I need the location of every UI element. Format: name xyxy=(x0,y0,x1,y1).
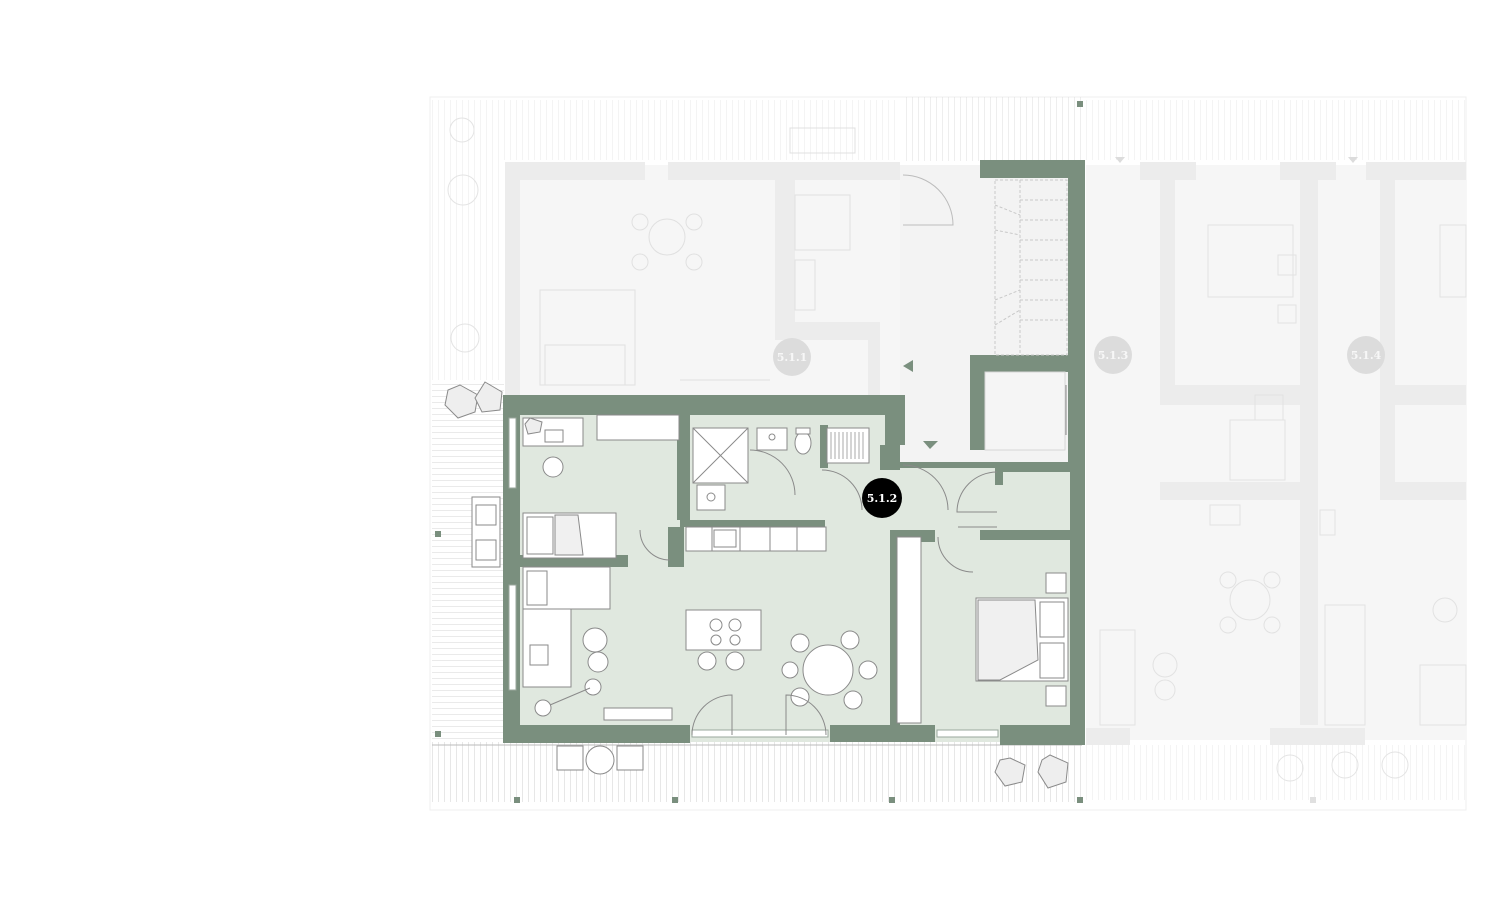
bar-stool xyxy=(697,651,717,671)
unit-512-windows xyxy=(508,417,999,738)
unit-label-513[interactable]: 5.1.3 xyxy=(1094,336,1132,374)
unit-label-511-text: 5.1.1 xyxy=(777,351,808,364)
unit-511-walls xyxy=(505,162,900,395)
unit-label-512-badge xyxy=(862,478,902,518)
unit-513-514-walls xyxy=(1086,162,1466,745)
unit-511-furniture xyxy=(539,127,856,386)
stair-core xyxy=(900,160,1085,465)
unit-label-512[interactable]: 5.1.2 xyxy=(862,478,902,518)
kitchen-island xyxy=(685,609,762,651)
unit-label-513-badge xyxy=(1094,336,1132,374)
nightstand xyxy=(1045,685,1067,707)
balcony-furniture xyxy=(444,381,1069,789)
living-furniture xyxy=(522,529,878,736)
hall-doors xyxy=(902,464,998,573)
plant-icon xyxy=(1037,754,1069,789)
toilet xyxy=(794,431,812,455)
unit-514-entry-marker-icon xyxy=(1348,157,1358,163)
coffee-table xyxy=(582,627,608,653)
unit-511-floor xyxy=(505,165,900,395)
right-deck xyxy=(1086,745,1466,800)
desk xyxy=(596,414,680,441)
unit-512-floor xyxy=(505,397,1085,742)
chair xyxy=(542,456,564,478)
wall-left-bottom-stub xyxy=(503,692,520,742)
bathroom-fixtures xyxy=(692,427,870,511)
balcony-table xyxy=(585,745,615,775)
left-deck-upper xyxy=(430,160,502,380)
wall-bottom-left xyxy=(503,725,690,743)
kitchen-counter xyxy=(685,526,827,552)
top-deck xyxy=(430,100,900,160)
lift-box xyxy=(984,371,1066,451)
corridor-wardrobe xyxy=(896,536,922,724)
entry-door-swing xyxy=(902,174,954,226)
plant-icon xyxy=(474,381,503,413)
balcony-posts xyxy=(435,101,1316,803)
unit-label-514-badge xyxy=(1347,336,1385,374)
top-deck-stair xyxy=(902,97,1082,161)
wall-bedroom-left-stub xyxy=(503,490,520,548)
plant-icon xyxy=(524,417,543,435)
unit-512[interactable] xyxy=(432,101,1316,803)
dining-table xyxy=(802,644,854,696)
unit-label-512-text: 5.1.2 xyxy=(867,492,898,505)
wall-right-top-extension xyxy=(1070,160,1085,465)
unit-513-floor xyxy=(1086,165,1466,740)
plant-icons-inactive xyxy=(447,117,1409,782)
unit-label-511-badge xyxy=(773,338,811,376)
balcony-chair xyxy=(616,745,644,771)
wall-kitchen-left xyxy=(677,415,689,520)
unit-513-furniture xyxy=(1099,224,1467,726)
stair-steps xyxy=(994,179,1068,356)
unit-label-513-text: 5.1.3 xyxy=(1098,349,1129,362)
kitchen-fixtures xyxy=(685,526,827,671)
tv-sideboard xyxy=(603,707,673,721)
entrance-marker-icon xyxy=(903,360,913,372)
plant-icon xyxy=(994,757,1026,787)
bar-stool xyxy=(725,651,745,671)
wall-hall-top xyxy=(900,462,1085,468)
unit-label-511[interactable]: 5.1.1 xyxy=(773,338,811,376)
nightstand xyxy=(1045,572,1067,594)
wardrobe xyxy=(826,427,870,464)
unit-513-entry-marker-icon xyxy=(1115,157,1125,163)
inactive-context xyxy=(429,96,1467,811)
balcony-chair xyxy=(556,745,584,771)
top-deck-right xyxy=(1086,100,1466,160)
bedroom-1-furniture xyxy=(522,414,680,559)
unit-label-514[interactable]: 5.1.4 xyxy=(1347,336,1385,374)
unit-label-514-text: 5.1.4 xyxy=(1351,349,1382,362)
floor-lamp xyxy=(584,678,602,696)
entrance-down-arrow-icon xyxy=(923,441,938,449)
unit-512-bottom-balcony xyxy=(432,742,1082,802)
bedroom-2-furniture xyxy=(975,572,1069,707)
